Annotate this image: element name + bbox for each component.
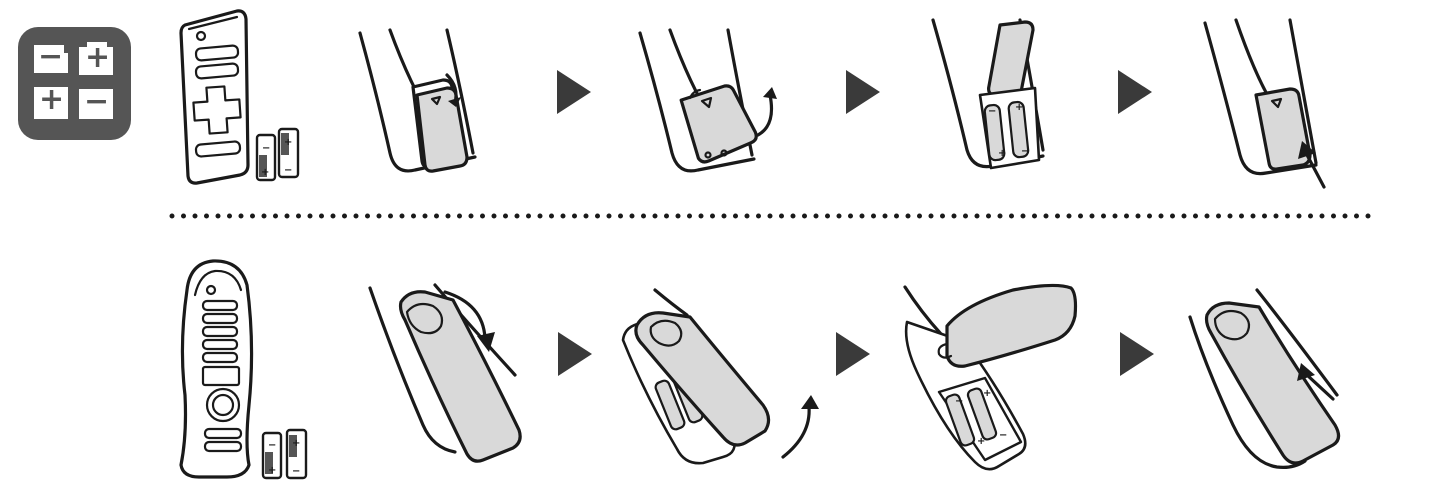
row-separator xyxy=(168,212,1378,220)
row2-step2-open-cover xyxy=(615,285,825,470)
battery-minus-symbol-2: − xyxy=(84,84,110,119)
row2-step3-insert-batteries: − + + − xyxy=(895,282,1085,477)
battery-minus-symbol-1: − xyxy=(38,39,64,74)
step-arrow xyxy=(558,332,592,376)
svg-text:−: − xyxy=(292,466,300,477)
magic-remote-with-batteries: − + + − xyxy=(165,255,325,485)
svg-text:−: − xyxy=(268,440,276,451)
svg-text:−: − xyxy=(284,165,292,176)
standard-remote-with-batteries: − + + − xyxy=(175,5,310,185)
svg-text:+: + xyxy=(998,148,1006,159)
svg-text:+: + xyxy=(284,137,292,148)
step-arrow xyxy=(836,332,870,376)
svg-text:−: − xyxy=(999,430,1007,441)
svg-text:−: − xyxy=(955,396,963,407)
step-arrow xyxy=(846,70,880,114)
svg-text:+: + xyxy=(1015,102,1023,113)
svg-text:+: + xyxy=(977,436,985,447)
battery-installation-icon: − + + − xyxy=(18,27,131,140)
row1-step3-insert-batteries: − + + − xyxy=(925,10,1055,180)
row1-step1-press-cover xyxy=(355,25,485,180)
row2-step1-slide-cover xyxy=(365,280,525,470)
battery-plus-symbol-2: + xyxy=(39,82,65,117)
svg-text:+: + xyxy=(292,438,300,449)
battery-plus-symbol-1: + xyxy=(85,40,111,75)
svg-text:+: + xyxy=(983,388,991,399)
svg-text:−: − xyxy=(1021,146,1029,157)
row1-step4-close-cover xyxy=(1200,15,1340,190)
step-arrow xyxy=(1120,332,1154,376)
step-arrow xyxy=(1118,70,1152,114)
row1-step2-lift-cover xyxy=(630,25,780,180)
svg-text:+: + xyxy=(268,465,276,476)
svg-text:−: − xyxy=(988,106,996,117)
svg-text:+: + xyxy=(261,167,269,178)
row2-step4-close-cover xyxy=(1185,285,1355,475)
step-arrow xyxy=(557,70,591,114)
svg-text:−: − xyxy=(262,143,270,154)
